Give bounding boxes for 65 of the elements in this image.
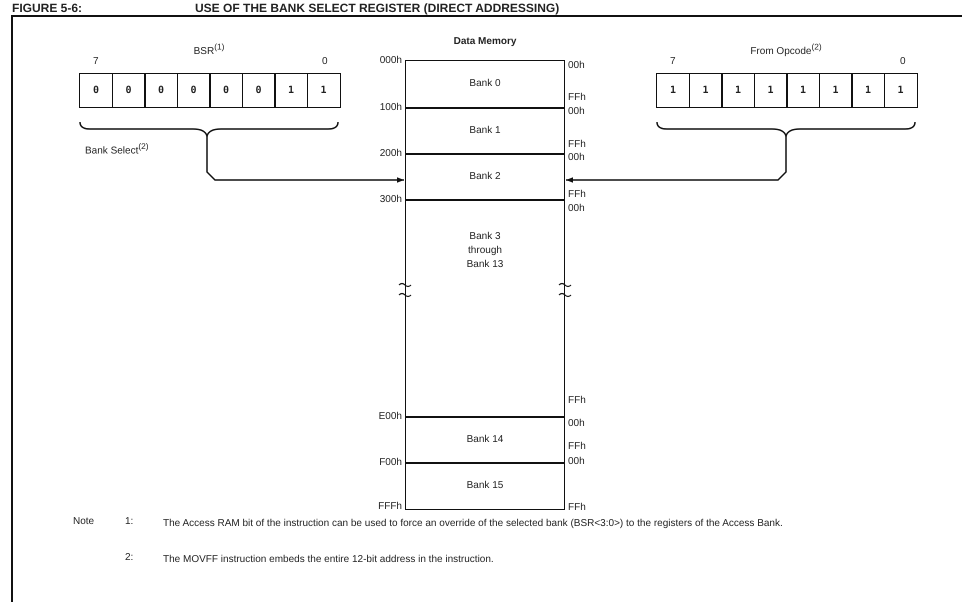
bank-label: Bank 0 [469, 77, 501, 92]
offset: 00h [568, 456, 585, 468]
figure-title: USE OF THE BANK SELECT REGISTER (DIRECT ADDRESSING) [195, 1, 560, 15]
offset: FFh [568, 92, 586, 104]
bit-cell: 0 [176, 73, 210, 108]
bit-number: 0 [322, 56, 328, 68]
bit-cell: 1 [306, 73, 340, 108]
offset: FFh [568, 395, 586, 407]
bit-cell: 0 [242, 73, 276, 108]
offset: 00h [568, 152, 585, 164]
bit-cell: 1 [884, 73, 918, 108]
address: F00h [379, 457, 402, 469]
bit-number: 7 [93, 56, 99, 68]
offset: 00h [568, 418, 585, 430]
bank-label: Bank 14 [466, 432, 504, 447]
memory-bank [405, 462, 565, 510]
note-number: 1: [125, 516, 134, 528]
memory-bank [405, 107, 565, 154]
bank-label: Bank 15 [466, 478, 504, 493]
memory-map [405, 36, 565, 509]
memory-title: Data Memory [454, 36, 516, 47]
bit-cell: 1 [754, 73, 788, 108]
bank-label: Bank 3 through Bank 13 [466, 230, 504, 272]
offset: FFh [568, 139, 586, 151]
figure-label: FIGURE 5-6: [12, 1, 82, 15]
offset: 00h [568, 106, 585, 118]
note-heading: Note [73, 516, 94, 528]
bit-cell: 0 [144, 73, 178, 108]
bit-cell: 0 [79, 73, 113, 108]
bit-number: 0 [900, 56, 906, 68]
register-name: From Opcode$^{(2)}$ [750, 46, 822, 58]
bit-cell: 1 [688, 73, 722, 108]
bank-label: Bank 1 [469, 124, 501, 138]
address: 300h [380, 194, 402, 206]
memory-bank [405, 416, 565, 464]
memory-bank [405, 153, 565, 200]
register-name: BSR$^{(1)}$ [194, 46, 224, 58]
note-number: 2: [125, 552, 134, 564]
bit-number: 7 [670, 56, 676, 68]
offset: FFh [568, 441, 586, 453]
arrow [566, 136, 787, 183]
memory-bank [405, 60, 565, 108]
bit-cell: 0 [112, 73, 146, 108]
note-text: The Access RAM bit of the instruction can be used to force an override of the selected bank (BSR<3:0>) to the registers of the Access Bank. [163, 517, 784, 531]
address: 000h [380, 55, 402, 67]
address: E00h [378, 411, 402, 423]
bit-cell: 1 [274, 73, 308, 108]
offset: FFh [568, 502, 586, 514]
bit-cell: 1 [721, 73, 755, 108]
bit-cell: 1 [818, 73, 852, 108]
offset: FFh [568, 189, 586, 201]
arrow [206, 136, 404, 183]
bit-cell: 1 [786, 73, 820, 108]
memory-bank [405, 199, 565, 418]
offset: 00h [568, 203, 585, 215]
bit-cell: 1 [851, 73, 885, 108]
bit-cell: 1 [656, 73, 690, 108]
address: 100h [380, 102, 402, 114]
address: FFFh [378, 501, 402, 513]
field-name: Bank Select$^{(2)}$ [85, 140, 149, 158]
offset: 00h [568, 60, 585, 72]
note-text: The MOVFF instruction embeds the entire 12-bit address in the instruction. [163, 553, 495, 567]
address: 200h [380, 148, 402, 160]
bank-label: Bank 2 [469, 170, 501, 184]
bit-cell: 0 [209, 73, 243, 108]
